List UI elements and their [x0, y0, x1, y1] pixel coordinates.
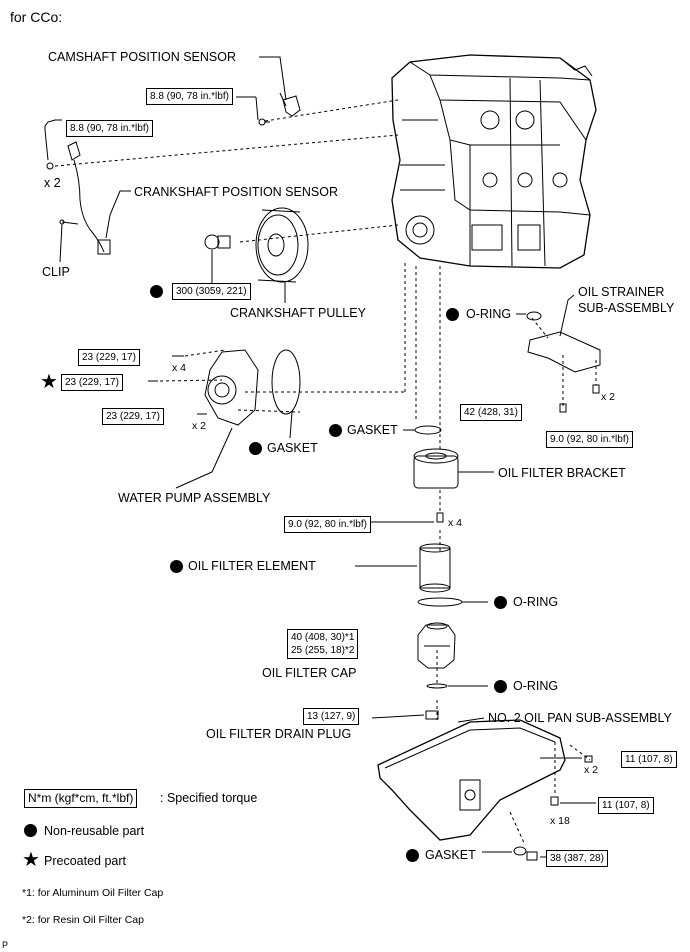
- legend-torque-desc: : Specified torque: [160, 791, 258, 805]
- water-pump-label: WATER PUMP ASSEMBLY: [118, 491, 271, 505]
- qty-pump-bottom: x 2: [192, 420, 207, 432]
- oring-label-2: O-RING: [513, 595, 559, 609]
- non-reusable-marker: [329, 424, 342, 437]
- torque-pan-drain: 38 (387, 28): [546, 850, 608, 867]
- legend-precoated: Precoated part: [44, 854, 126, 868]
- clip-label: CLIP: [42, 265, 70, 279]
- oil-strainer-label-2: SUB-ASSEMBLY: [578, 301, 675, 315]
- engine-block: [391, 54, 597, 269]
- oring-label-3: O-RING: [513, 679, 559, 693]
- legend-note-1: *1: for Aluminum Oil Filter Cap: [22, 887, 164, 899]
- oil-filter-bracket-label: OIL FILTER BRACKET: [498, 466, 626, 480]
- legend-non-reusable: Non-reusable part: [44, 824, 145, 838]
- oil-filter-element-label: OIL FILTER ELEMENT: [188, 559, 316, 573]
- torque-pump-1: 23 (229, 17): [78, 349, 140, 366]
- oil-filter-cap-part: [417, 622, 456, 669]
- camshaft-sensor-label: CAMSHAFT POSITION SENSOR: [48, 50, 236, 64]
- crankshaft-pulley-label: CRANKSHAFT PULLEY: [230, 306, 366, 320]
- qty-strainer: x 2: [601, 391, 616, 403]
- torque-pan-1: 11 (107, 8): [621, 751, 677, 768]
- leader-lines: [44, 56, 596, 858]
- torque-bracket: 9.0 (92, 80 in.*lbf): [284, 516, 371, 533]
- guide-lines: [54, 99, 597, 846]
- crankshaft-sensor-part: [46, 141, 111, 255]
- torque-pulley: 300 (3059, 221): [172, 283, 251, 300]
- drain-plug-label: OIL FILTER DRAIN PLUG: [206, 727, 352, 741]
- qty-pan-bottom: x 18: [550, 815, 570, 827]
- oil-pan-label: NO. 2 OIL PAN SUB-ASSEMBLY: [488, 711, 672, 725]
- footer-code: P: [2, 940, 9, 950]
- gasket-pump-label: GASKET: [267, 441, 318, 455]
- torque-cap: 40 (408, 30)*1 25 (255, 18)*2: [287, 629, 359, 659]
- legend-torque-unit: N*m (kgf*cm, ft.*lbf): [24, 789, 138, 808]
- camshaft-sensor-part: [258, 92, 301, 126]
- torque-strainer-1: 42 (428, 31): [460, 404, 522, 421]
- gasket-pan-label: GASKET: [425, 848, 476, 862]
- non-reusable-marker: [406, 849, 419, 862]
- non-reusable-marker: [446, 308, 459, 321]
- qty-crank-sensor-bolt: x 2: [44, 176, 61, 190]
- qty-bracket: x 4: [448, 517, 463, 529]
- non-reusable-legend-icon: [24, 824, 37, 837]
- non-reusable-marker: [150, 285, 163, 298]
- crankshaft-pulley-part: [204, 207, 309, 283]
- legend-note-2: *2: for Resin Oil Filter Cap: [22, 914, 144, 926]
- oil-filter-bracket-part: [413, 448, 459, 523]
- oil-filter-cap-label: OIL FILTER CAP: [262, 666, 357, 680]
- torque-strainer-2: 9.0 (92, 80 in.*lbf): [546, 431, 633, 448]
- torque-cap-aluminum: 40 (408, 30)*1: [291, 632, 355, 643]
- non-reusable-marker: [249, 442, 262, 455]
- water-pump-part: [148, 349, 301, 426]
- non-reusable-marker: [494, 596, 507, 609]
- oil-filter-element-part: [419, 543, 451, 593]
- torque-pump-2: 23 (229, 17): [61, 374, 123, 391]
- drain-plug-part: [425, 710, 439, 720]
- torque-pump-3: 23 (229, 17): [102, 408, 164, 425]
- torque-camshaft: 8.8 (90, 78 in.*lbf): [146, 88, 233, 105]
- non-reusable-marker: [494, 680, 507, 693]
- page-header: for CCo:: [10, 9, 63, 25]
- oil-strainer-label-1: OIL STRAINER: [578, 285, 665, 299]
- torque-pan-2: 11 (107, 8): [598, 797, 654, 814]
- oil-pan-part: [377, 719, 593, 861]
- torque-cap-resin: 25 (255, 18)*2: [291, 645, 355, 656]
- non-reusable-marker: [170, 560, 183, 573]
- crankshaft-sensor-label: CRANKSHAFT POSITION SENSOR: [134, 185, 338, 199]
- gasket-bracket-label: GASKET: [347, 423, 398, 437]
- oring-label-1: O-RING: [466, 307, 512, 321]
- oil-strainer-part: [526, 311, 601, 413]
- precoated-star-icon: ★: [40, 371, 58, 393]
- torque-crank-sensor: 8.8 (90, 78 in.*lbf): [66, 120, 153, 137]
- torque-drain-plug: 13 (127, 9): [303, 708, 360, 725]
- qty-pan-top: x 2: [584, 764, 599, 776]
- qty-pump-top: x 4: [172, 362, 187, 374]
- precoated-legend-icon: ★: [22, 849, 40, 871]
